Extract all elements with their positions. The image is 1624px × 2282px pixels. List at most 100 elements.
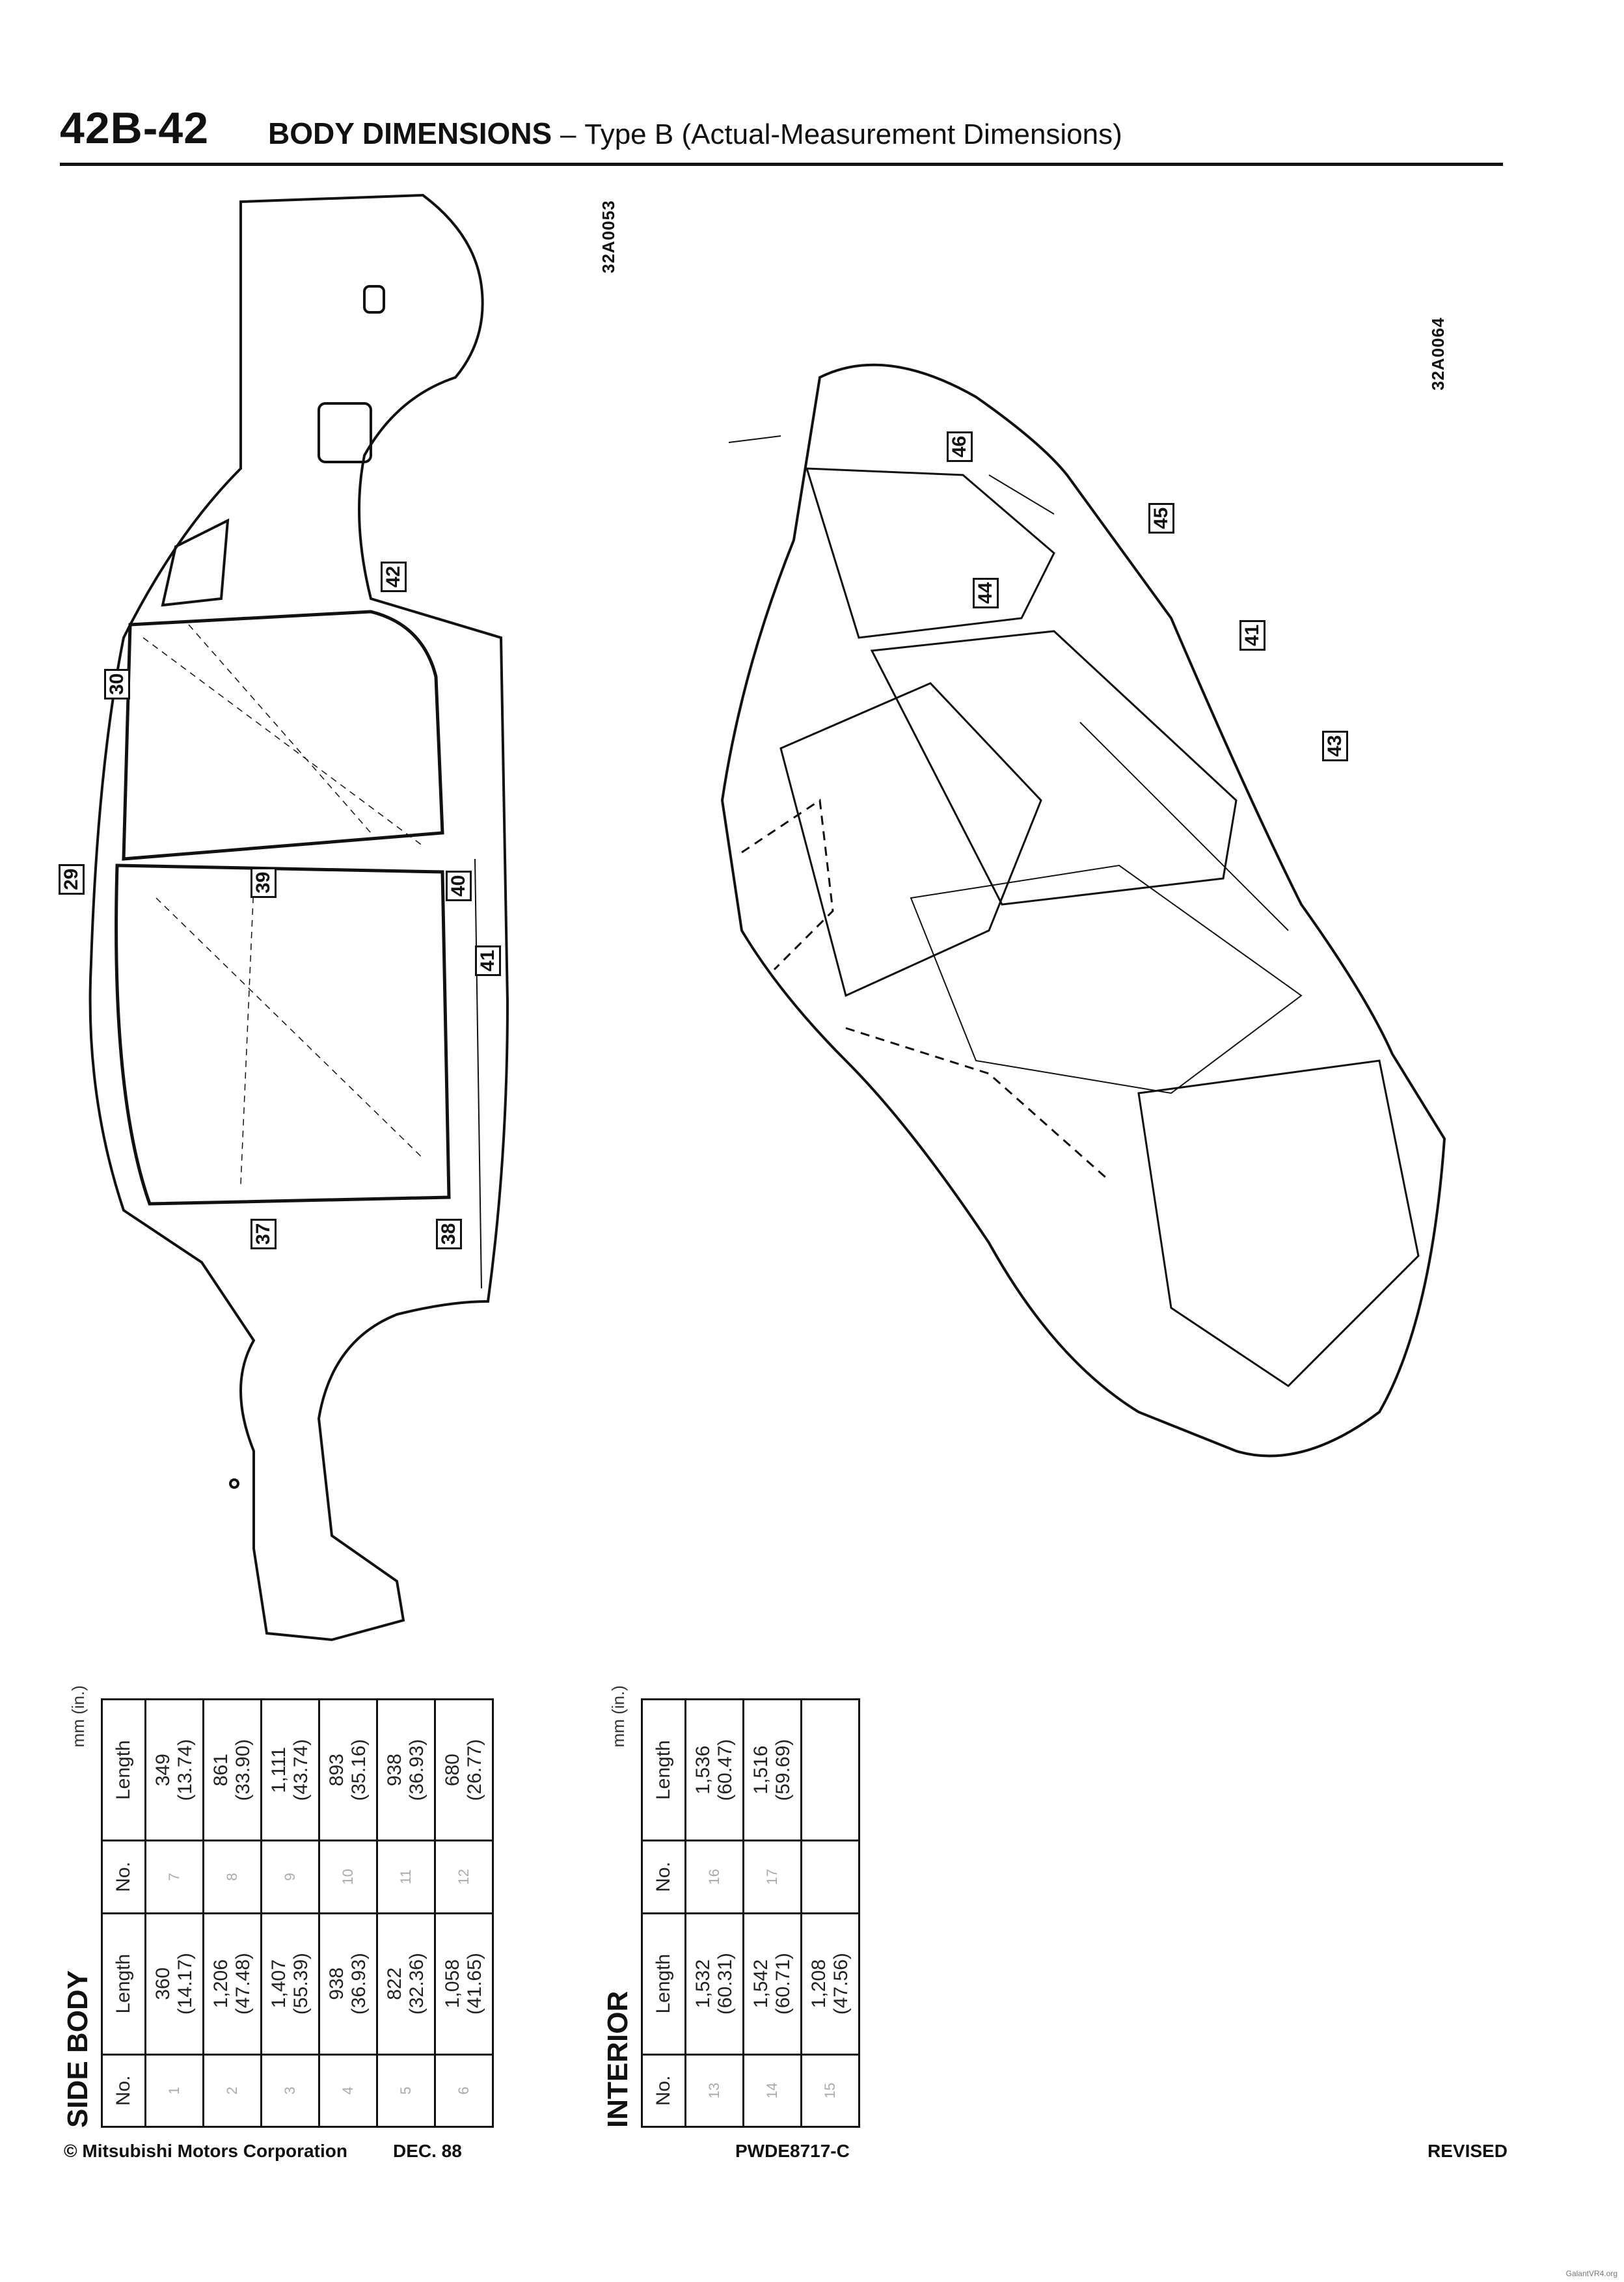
cell-length: 1,516(59.69) <box>743 1699 802 1841</box>
length-in: (41.65) <box>464 1953 485 2015</box>
cell-length: 349(13.74) <box>145 1699 204 1841</box>
col-header: Length <box>102 1913 146 2055</box>
length-in: (14.17) <box>174 1953 196 2015</box>
callout-42: 42 <box>381 561 407 592</box>
cell-length: 360(14.17) <box>145 1913 204 2055</box>
cell-length: 1,208(47.56) <box>801 1913 859 2055</box>
cell-no: 16 <box>685 1840 744 1914</box>
callout-29: 29 <box>59 863 85 895</box>
length-mm: 680 <box>442 1754 463 1787</box>
length-mm: 893 <box>326 1754 347 1787</box>
interior-table-block: INTERIOR mm (in.) No. Length No. Length … <box>602 1685 860 2128</box>
col-header: No. <box>102 1840 146 1914</box>
length-mm: 938 <box>326 1967 347 2000</box>
revision-status: REVISED <box>1428 2141 1508 2161</box>
page-title: BODY DIMENSIONS – Type B (Actual-Measure… <box>268 116 1122 151</box>
cell-no: 4 <box>319 2054 377 2127</box>
length-in: (60.31) <box>714 1953 736 2015</box>
cell-no: 7 <box>145 1840 204 1914</box>
cell-no: 17 <box>743 1840 802 1914</box>
unit-label: mm (in.) <box>68 1685 88 1748</box>
length-in: (47.48) <box>232 1953 254 2015</box>
cell-no <box>801 1840 859 1914</box>
cell-no: 1 <box>145 2054 204 2127</box>
length-mm: 1,111 <box>268 1746 290 1793</box>
callout-37: 37 <box>250 1218 277 1249</box>
length-mm: 822 <box>384 1967 405 2000</box>
cell-no: 13 <box>685 2054 744 2127</box>
cell-length: 861(33.90) <box>203 1699 262 1841</box>
length-in: (35.16) <box>348 1739 370 1801</box>
cell-no: 9 <box>261 1840 319 1914</box>
watermark: GalantVR4.org <box>1565 2269 1617 2278</box>
cell-no: 11 <box>377 1840 435 1914</box>
cell-length: 893(35.16) <box>319 1699 377 1841</box>
length-mm: 349 <box>152 1754 174 1787</box>
length-in: (59.69) <box>772 1739 794 1801</box>
length-mm: 1,516 <box>750 1745 772 1795</box>
length-mm: 1,208 <box>808 1959 830 2009</box>
cell-length <box>801 1699 859 1841</box>
table-header-row: No. Length No. Length <box>642 1699 686 2127</box>
col-header: Length <box>642 1699 686 1841</box>
cell-no: 2 <box>203 2054 262 2127</box>
col-header: No. <box>642 1840 686 1914</box>
length-mm: 1,532 <box>692 1959 714 2009</box>
length-in: (36.93) <box>406 1739 427 1801</box>
col-header: Length <box>102 1699 146 1841</box>
col-header: Length <box>642 1913 686 2055</box>
length-in: (43.74) <box>290 1739 312 1801</box>
length-mm: 938 <box>384 1754 405 1787</box>
cell-length: 1,542(60.71) <box>743 1913 802 2055</box>
header-rule <box>60 163 1503 166</box>
length-mm: 861 <box>210 1754 232 1787</box>
cell-length: 1,532(60.31) <box>685 1913 744 2055</box>
col-header: No. <box>102 2054 146 2127</box>
cell-no: 5 <box>377 2054 435 2127</box>
cell-no: 12 <box>435 1840 493 1914</box>
col-header: No. <box>642 2054 686 2127</box>
cell-length: 1,206(47.48) <box>203 1913 262 2055</box>
length-in: (60.71) <box>772 1953 794 2015</box>
length-in: (13.74) <box>174 1739 196 1801</box>
callout-44: 44 <box>973 577 999 608</box>
document-code: PWDE8717-C <box>735 2141 850 2161</box>
table-header-row: No. Length No. Length <box>102 1699 146 2127</box>
length-mm: 1,206 <box>210 1959 232 2009</box>
cell-length: 680(26.77) <box>435 1699 493 1841</box>
cell-no: 8 <box>203 1840 262 1914</box>
callout-30: 30 <box>104 668 130 700</box>
cell-length: 938(36.93) <box>319 1913 377 2055</box>
length-mm: 1,058 <box>442 1959 463 2009</box>
length-in: (60.47) <box>714 1739 736 1801</box>
cell-no: 6 <box>435 2054 493 2127</box>
callout-45: 45 <box>1148 502 1174 534</box>
length-mm: 1,407 <box>268 1959 290 2009</box>
length-mm: 1,542 <box>750 1959 772 2009</box>
copyright: © Mitsubishi Motors Corporation <box>64 2141 347 2161</box>
length-in: (36.93) <box>348 1953 370 2015</box>
interior-illustration <box>720 363 1446 1458</box>
length-in: (32.36) <box>406 1953 427 2015</box>
subtitle-text: Type B (Actual-Measurement Dimensions) <box>584 118 1122 150</box>
cell-length: 938(36.93) <box>377 1699 435 1841</box>
length-in: (55.39) <box>290 1953 312 2015</box>
callout-43: 43 <box>1322 730 1348 761</box>
cell-no: 14 <box>743 2054 802 2127</box>
cell-length: 1,407(55.39) <box>261 1913 319 2055</box>
interior-title: INTERIOR <box>602 1990 634 2128</box>
callout-41-interior: 41 <box>1239 619 1265 651</box>
side-body-title: SIDE BODY <box>62 1970 94 2128</box>
side-body-illustration <box>88 193 509 1642</box>
cell-length: 1,058(41.65) <box>435 1913 493 2055</box>
cell-no: 10 <box>319 1840 377 1914</box>
figure-code-interior: 32A0064 <box>1428 317 1448 390</box>
cell-length: 1,536(60.47) <box>685 1699 744 1841</box>
